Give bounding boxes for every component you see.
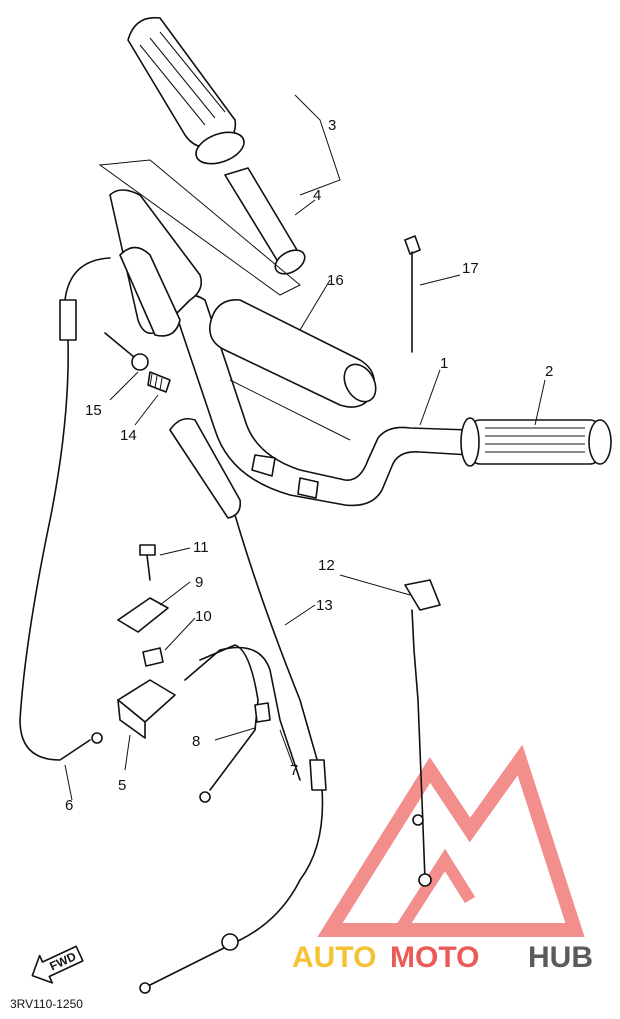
callout-1: 1 (440, 355, 448, 372)
cable-13 (139, 417, 327, 994)
bolt-11 (139, 544, 156, 581)
throttle-housing (109, 189, 203, 337)
callout-10: 10 (195, 608, 212, 625)
callout-17: 17 (462, 260, 479, 277)
callout-15: 15 (85, 402, 102, 419)
throttle-housing-outline (98, 159, 301, 296)
callouts: 1 2 3 4 5 6 7 8 9 10 11 12 13 14 15 16 1… (65, 117, 553, 814)
callout-11: 11 (193, 539, 209, 556)
handlebar (174, 294, 471, 507)
throttle-sleeve (224, 167, 306, 275)
plate-9 (117, 597, 169, 633)
screw-15 (104, 332, 149, 371)
watermark-moto: MOTO (390, 941, 479, 974)
callout-5: 5 (118, 777, 126, 794)
callout-7: 7 (290, 762, 298, 779)
cable-tie-17 (404, 235, 421, 353)
callout-8: 8 (192, 733, 200, 750)
callout-13: 13 (316, 597, 333, 614)
callout-6: 6 (65, 797, 73, 814)
left-grip (127, 16, 245, 165)
callout-16: 16 (327, 272, 344, 289)
callout-12: 12 (318, 557, 335, 574)
right-grip (460, 417, 612, 467)
callout-4: 4 (313, 187, 321, 204)
clip-10 (142, 647, 164, 667)
spring-14 (147, 371, 171, 393)
callout-3: 3 (328, 117, 336, 134)
leader-lines (64, 94, 546, 801)
callout-9: 9 (195, 574, 203, 591)
switch-5 (117, 679, 176, 739)
watermark-hub: HUB (528, 941, 593, 974)
handlebar-pad (208, 299, 377, 408)
callout-14: 14 (120, 427, 137, 444)
cable-7-8 (184, 644, 301, 803)
watermark-text: AUTO MOTO HUB (292, 941, 593, 974)
watermark-logo (317, 744, 585, 937)
diagram-code: 3RV110-1250 (10, 997, 83, 1011)
cable-6 (19, 257, 111, 761)
watermark-auto: AUTO (292, 941, 376, 974)
fwd-arrow: FWD (31, 945, 84, 984)
cable-12 (404, 579, 441, 887)
callout-2: 2 (545, 363, 553, 380)
